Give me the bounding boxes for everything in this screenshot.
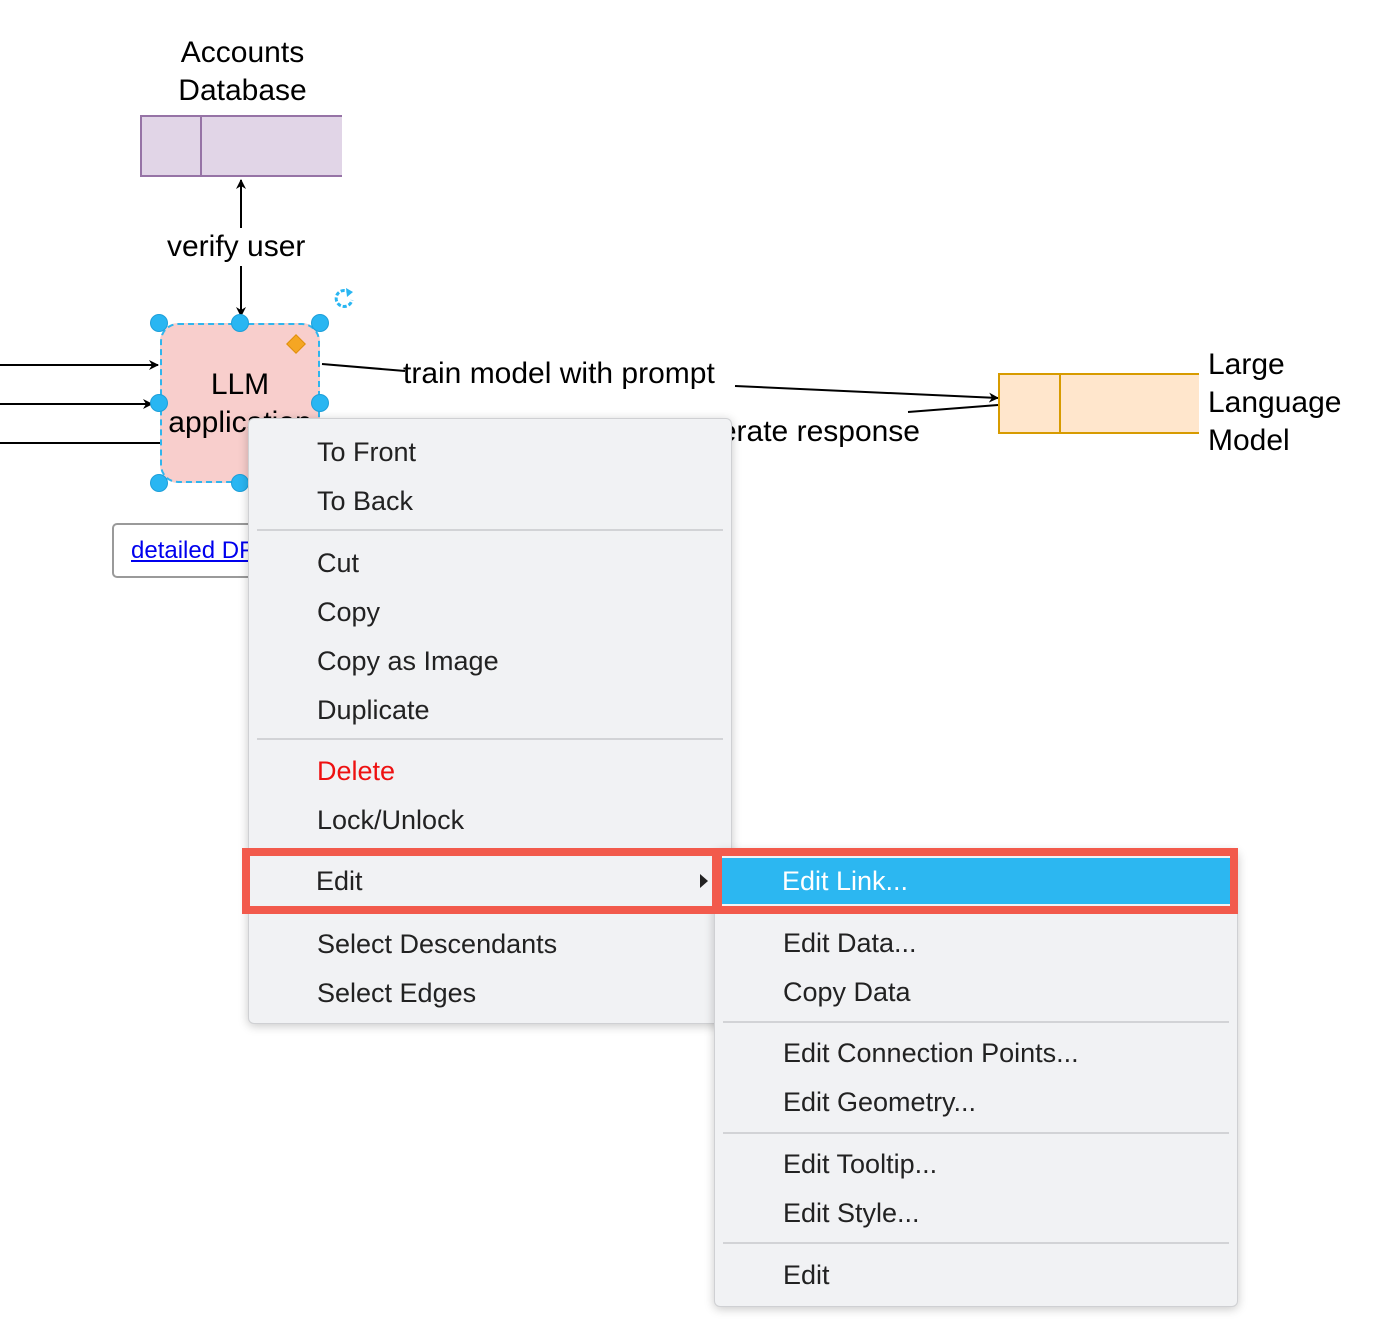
menu-item-label: Edit Geometry... bbox=[783, 1087, 977, 1117]
submenu-item-copy-data[interactable]: Copy Data bbox=[715, 972, 1237, 1012]
edge-train-model-tail[interactable] bbox=[734, 385, 999, 403]
menu-item-label: Select Edges bbox=[317, 978, 477, 1008]
menu-item-edit[interactable]: Edit bbox=[250, 856, 712, 906]
edge-label-train-model: train model with prompt bbox=[403, 357, 715, 390]
menu-item-to-back[interactable]: To Back bbox=[249, 481, 731, 521]
resize-handle-bottom[interactable] bbox=[231, 474, 249, 492]
edge-train-model[interactable] bbox=[321, 363, 406, 372]
menu-item-lock-unlock[interactable]: Lock/Unlock bbox=[249, 800, 731, 840]
submenu-item-edit-data[interactable]: Edit Data... bbox=[715, 923, 1237, 963]
menu-item-label: Duplicate bbox=[317, 695, 430, 725]
menu-item-label: Edit bbox=[316, 866, 363, 896]
resize-handle-bottom-left[interactable] bbox=[150, 474, 168, 492]
resize-handle-top-left[interactable] bbox=[150, 314, 168, 332]
llm-model-id-cell bbox=[1000, 375, 1061, 432]
submenu-item-edit-tooltip[interactable]: Edit Tooltip... bbox=[715, 1144, 1237, 1184]
menu-item-label: Delete bbox=[317, 756, 396, 786]
resize-handle-right[interactable] bbox=[311, 394, 329, 412]
menu-separator bbox=[723, 1021, 1229, 1023]
large-language-model-label: Large Language Model bbox=[1208, 348, 1342, 457]
menu-item-label: To Back bbox=[317, 486, 414, 516]
resize-handle-top[interactable] bbox=[231, 314, 249, 332]
accounts-database-id-cell bbox=[142, 117, 202, 175]
menu-item-label: To Front bbox=[317, 437, 417, 467]
annotation-highlight-edit bbox=[242, 848, 720, 914]
menu-separator bbox=[257, 529, 723, 531]
accounts-database-label: Accounts Database bbox=[178, 36, 307, 107]
annotation-highlight-edit-link bbox=[714, 848, 1238, 914]
menu-item-label: Copy as Image bbox=[317, 646, 499, 676]
accounts-database-name-cell bbox=[202, 117, 342, 175]
menu-item-label: Edit Style... bbox=[783, 1198, 920, 1228]
menu-item-to-front[interactable]: To Front bbox=[249, 432, 731, 472]
large-language-model-shape[interactable] bbox=[998, 373, 1199, 434]
accounts-database-shape[interactable] bbox=[140, 115, 342, 177]
submenu-item-edit-connection-points[interactable]: Edit Connection Points... bbox=[715, 1033, 1237, 1073]
menu-item-copy-as-image[interactable]: Copy as Image bbox=[249, 641, 731, 681]
menu-item-select-edges[interactable]: Select Edges bbox=[249, 973, 731, 1013]
menu-item-label: Lock/Unlock bbox=[317, 805, 465, 835]
menu-item-delete[interactable]: Delete bbox=[249, 751, 731, 791]
edge-generate-response[interactable] bbox=[907, 404, 999, 413]
menu-item-cut[interactable]: Cut bbox=[249, 543, 731, 583]
llm-model-name-cell bbox=[1061, 375, 1199, 432]
menu-item-label: Edit Data... bbox=[783, 928, 917, 958]
submenu-item-edit-geometry[interactable]: Edit Geometry... bbox=[715, 1082, 1237, 1122]
menu-item-label: Edit Tooltip... bbox=[783, 1149, 938, 1179]
menu-item-label: Select Descendants bbox=[317, 929, 558, 959]
menu-item-label: Copy bbox=[317, 597, 381, 627]
rotate-icon[interactable] bbox=[331, 285, 357, 311]
menu-item-label: Edit Connection Points... bbox=[783, 1038, 1079, 1068]
submenu-item-edit-style[interactable]: Edit Style... bbox=[715, 1193, 1237, 1233]
submenu-item-edit[interactable]: Edit bbox=[715, 1255, 1237, 1295]
submenu-arrow-icon bbox=[700, 874, 708, 888]
edit-submenu: Edit Data... Copy Data Edit Connection P… bbox=[714, 850, 1238, 1307]
submenu-item-edit-link[interactable]: Edit Link... bbox=[722, 858, 1230, 904]
menu-separator bbox=[723, 1242, 1229, 1244]
menu-item-label: Edit bbox=[783, 1260, 830, 1290]
menu-item-duplicate[interactable]: Duplicate bbox=[249, 690, 731, 730]
resize-handle-top-right[interactable] bbox=[311, 314, 329, 332]
resize-handle-left[interactable] bbox=[150, 394, 168, 412]
menu-item-label: Edit Link... bbox=[782, 866, 909, 896]
menu-item-select-descendants[interactable]: Select Descendants bbox=[249, 924, 731, 964]
menu-separator bbox=[723, 1132, 1229, 1134]
context-menu: To Front To Back Cut Copy Copy as Image … bbox=[248, 418, 732, 1024]
menu-item-label: Copy Data bbox=[783, 977, 911, 1007]
edge-label-verify-user: verify user bbox=[167, 228, 306, 266]
detailed-dfd-link[interactable]: detailed DFD bbox=[131, 537, 272, 564]
menu-item-copy[interactable]: Copy bbox=[249, 592, 731, 632]
menu-separator bbox=[257, 738, 723, 740]
menu-item-label: Cut bbox=[317, 548, 360, 578]
